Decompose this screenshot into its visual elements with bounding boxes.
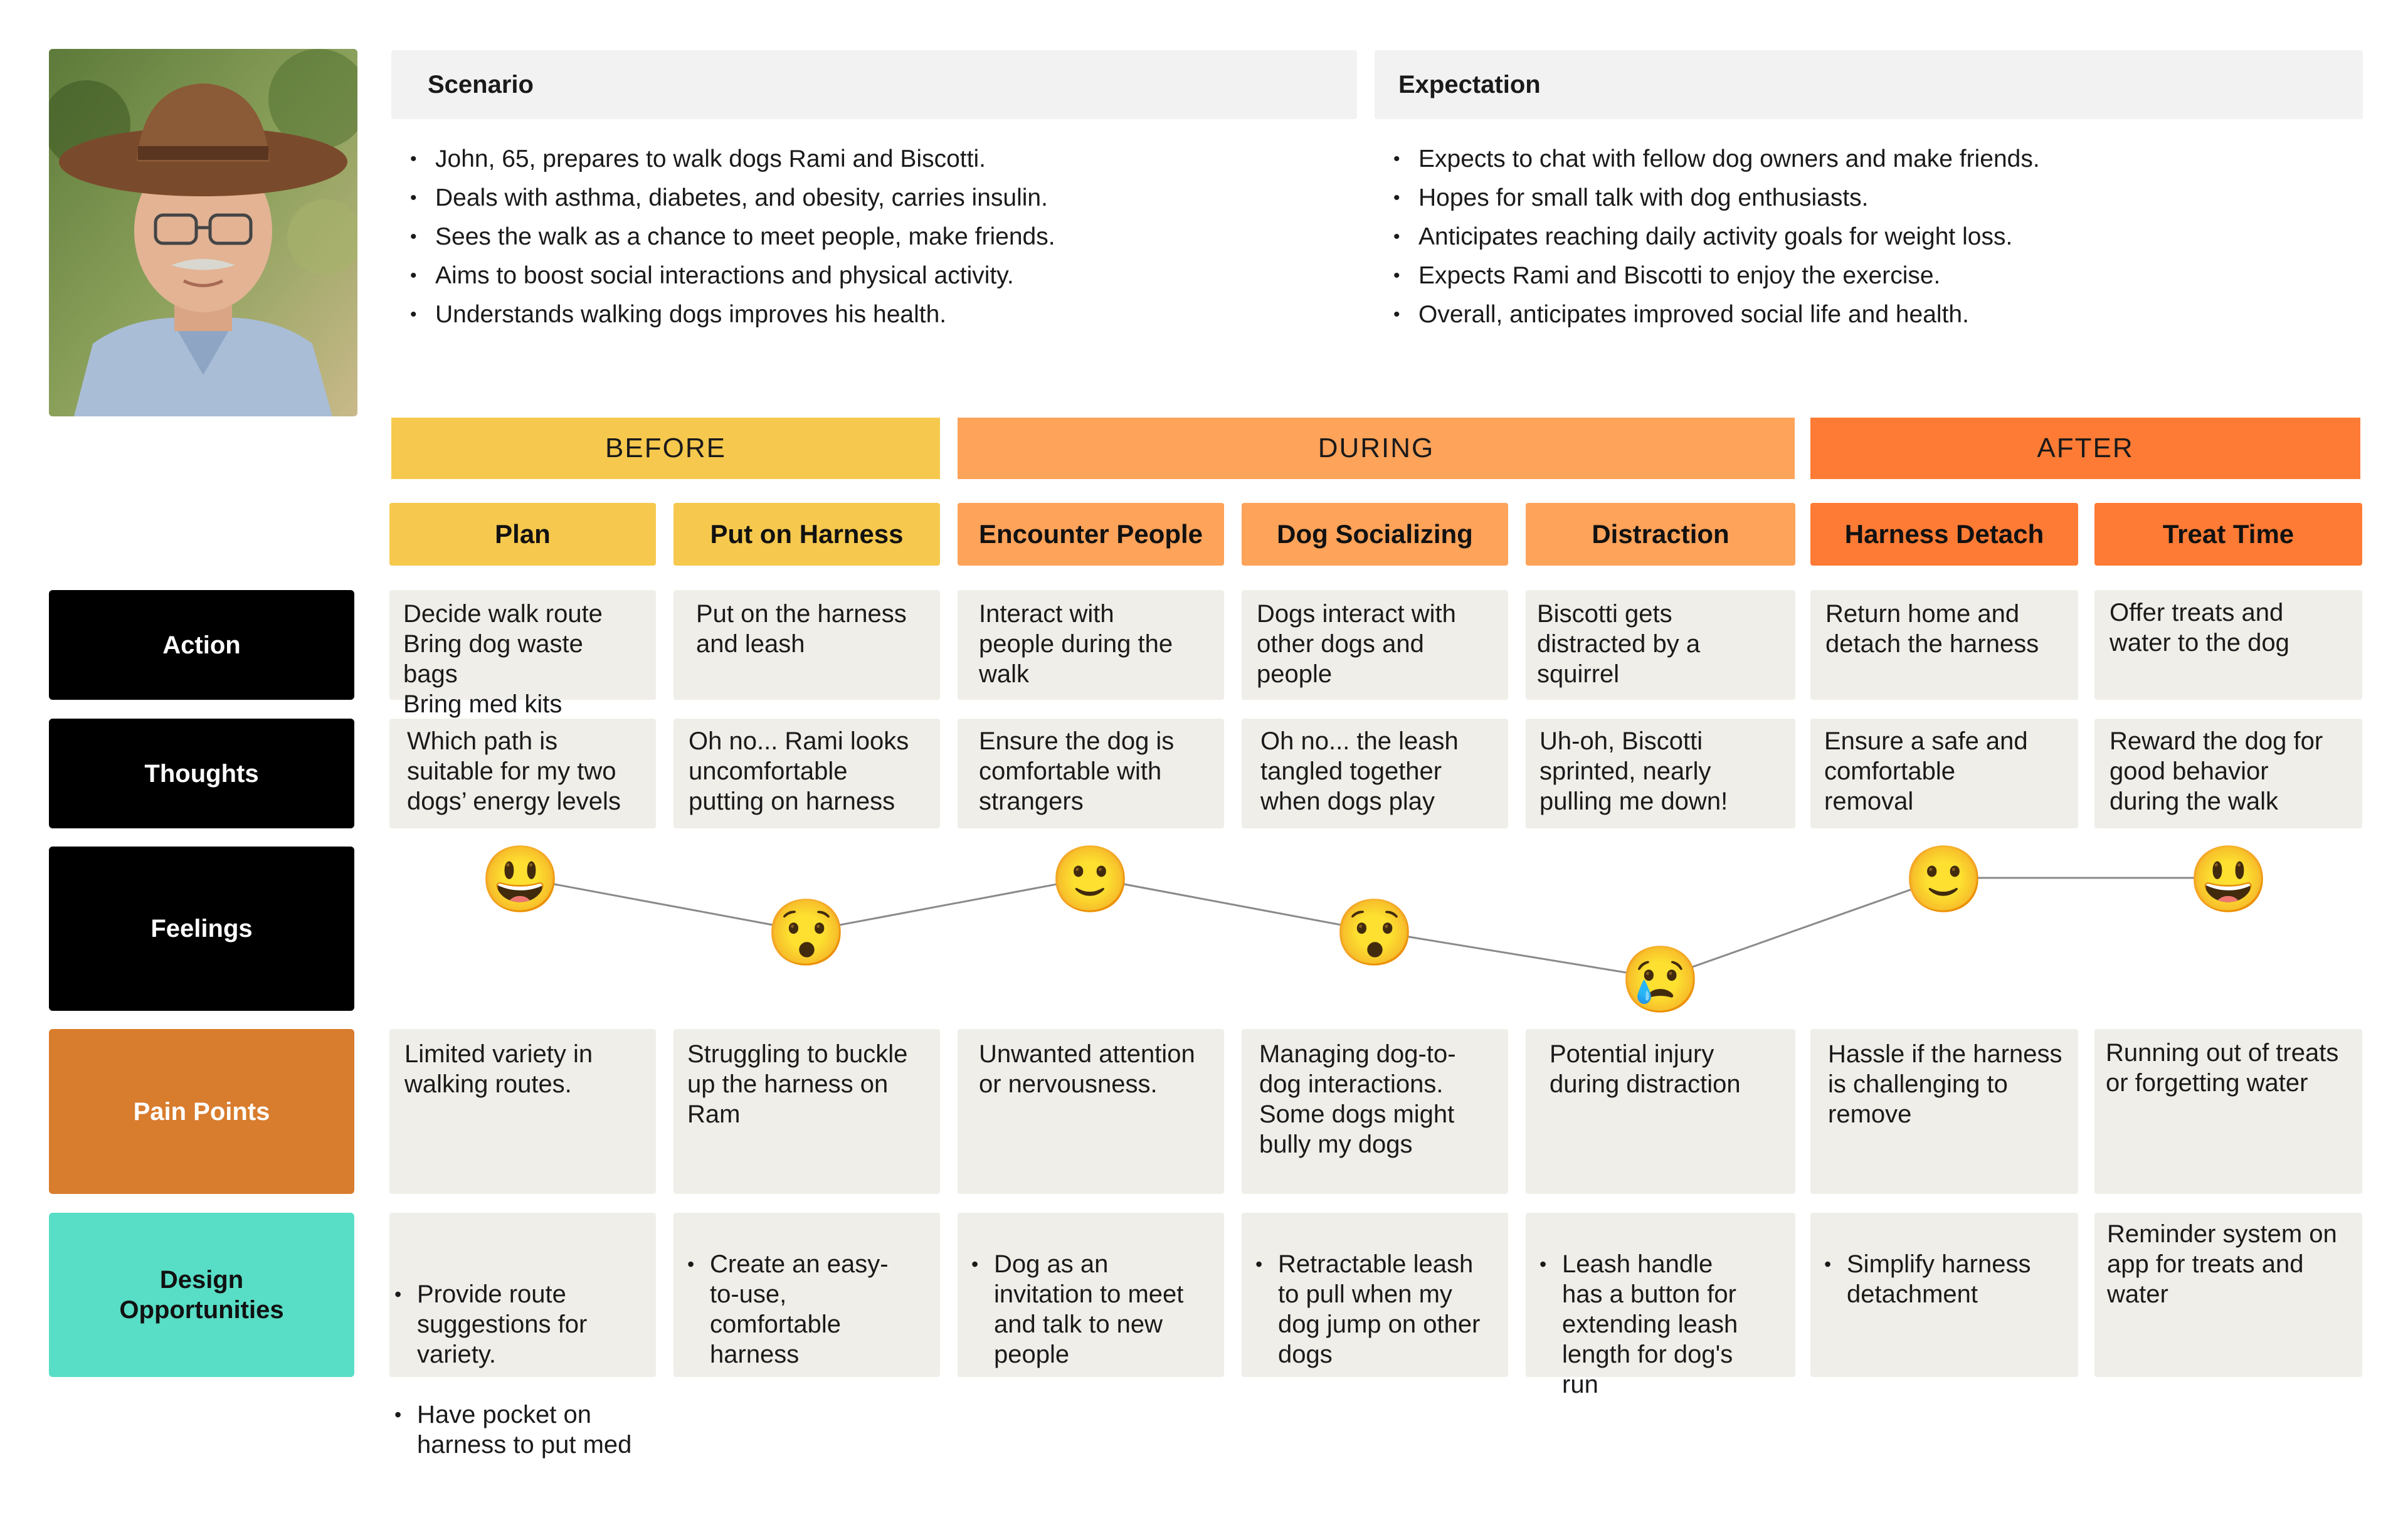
design-opportunity-bullet: Leash handle has a button for extending …: [1538, 1249, 1783, 1400]
design-opportunity-bullet: Provide route suggestions for variety.: [393, 1279, 643, 1370]
slightly-smiling-face-icon: 🙂: [1050, 843, 1131, 916]
action-cell: Offer treats and water to the dog: [2094, 590, 2362, 700]
phase-during: DURING: [958, 418, 1795, 479]
design-opportunity-bullet: Create an easy- to-use, comfortable harn…: [686, 1249, 927, 1370]
expectation-list: Expects to chat with fellow dog owners a…: [1393, 140, 2359, 334]
expectation-header: Expectation: [1375, 50, 2363, 119]
scenario-item: John, 65, prepares to walk dogs Rami and…: [410, 140, 1351, 179]
persona-photo: [49, 49, 357, 416]
action-cell: Return home and detach the harness: [1810, 590, 2078, 700]
step-put-on-harness: Put on Harness: [673, 503, 940, 566]
thought-cell: Ensure a safe and comfortable removal: [1810, 719, 2078, 828]
thought-cell: Reward the dog for good behavior during …: [2094, 719, 2362, 828]
design-opportunity-bullet: Dog as an invitation to meet and talk to…: [970, 1249, 1212, 1370]
pain-point-cell: Limited variety in walking routes.: [389, 1029, 656, 1194]
scenario-header: Scenario: [391, 50, 1357, 119]
pain-point-cell: Potential injury during distraction: [1526, 1029, 1795, 1194]
design-opportunity-bullet: Have pocket on harness to put med: [393, 1400, 643, 1460]
expectation-title: Expectation: [1398, 70, 1541, 98]
design-opportunity-cell: Provide route suggestions for variety. H…: [389, 1213, 656, 1459]
scenario-item: Aims to boost social interactions and ph…: [410, 256, 1351, 295]
scenario-list: John, 65, prepares to walk dogs Rami and…: [410, 140, 1351, 334]
scenario-item: Deals with asthma, diabetes, and obesity…: [410, 179, 1351, 218]
scenario-title: Scenario: [428, 70, 534, 98]
thought-cell: Ensure the dog is comfortable with stran…: [958, 719, 1224, 828]
thought-cell: Oh no... the leash tangled together when…: [1242, 719, 1508, 828]
design-opportunity-bullet: Retractable leash to pull when my dog ju…: [1254, 1249, 1496, 1370]
thought-cell: Which path is suitable for my two dogs’ …: [389, 719, 656, 828]
phase-before: BEFORE: [391, 418, 940, 479]
design-opportunity-cell: Reminder system on app for treats and wa…: [2094, 1213, 2362, 1377]
row-label-feelings: Feelings: [49, 847, 354, 1011]
row-label-action: Action: [49, 590, 354, 700]
thought-cell: Oh no... Rami looks uncomfortable puttin…: [673, 719, 940, 828]
step-plan: Plan: [389, 503, 656, 566]
action-cell: Dogs interact with other dogs and people: [1242, 590, 1508, 700]
scenario-item: Sees the walk as a chance to meet people…: [410, 218, 1351, 256]
expectation-item: Expects Rami and Biscotti to enjoy the e…: [1393, 256, 2359, 295]
phase-after: AFTER: [1810, 418, 2360, 479]
pain-point-cell: Running out of treats or forgetting wate…: [2094, 1029, 2362, 1194]
design-opportunity-cell: Retractable leash to pull when my dog ju…: [1242, 1213, 1508, 1377]
expectation-item: Anticipates reaching daily activity goal…: [1393, 218, 2359, 256]
design-opportunity-cell: Simplify harness detachment: [1810, 1213, 2078, 1377]
design-opportunity-cell: Leash handle has a button for extending …: [1526, 1213, 1795, 1398]
action-cell: Interact with people during the walk: [958, 590, 1224, 700]
expectation-item: Overall, anticipates improved social lif…: [1393, 295, 2359, 334]
step-dog-socializing: Dog Socializing: [1242, 503, 1508, 566]
action-cell: Put on the harness and leash: [673, 590, 940, 700]
hushed-face-icon: 😯: [766, 897, 847, 969]
grinning-face-icon: 😃: [480, 843, 561, 916]
thought-cell: Uh-oh, Biscotti sprinted, nearly pulling…: [1526, 719, 1795, 828]
grinning-face-icon: 😃: [2188, 843, 2269, 916]
step-harness-detach: Harness Detach: [1810, 503, 2078, 566]
pain-point-cell: Unwanted attention or nervousness.: [958, 1029, 1224, 1194]
row-label-design-opportunities: Design Opportunities: [49, 1213, 354, 1377]
design-opportunity-bullet: Simplify harness detachment: [1823, 1249, 2066, 1309]
step-treat-time: Treat Time: [2094, 503, 2362, 566]
pain-point-cell: Hassle if the harness is challenging to …: [1810, 1029, 2078, 1194]
step-encounter-people: Encounter People: [958, 503, 1224, 566]
action-cell: Biscotti gets distracted by a squirrel: [1526, 590, 1795, 700]
action-cell: Decide walk route Bring dog waste bags B…: [389, 590, 656, 718]
expectation-item: Hopes for small talk with dog enthusiast…: [1393, 179, 2359, 218]
crying-face-icon: 😢: [1620, 944, 1701, 1016]
expectation-item: Expects to chat with fellow dog owners a…: [1393, 140, 2359, 179]
pain-point-cell: Struggling to buckle up the harness on R…: [673, 1029, 940, 1194]
scenario-item: Understands walking dogs improves his he…: [410, 295, 1351, 334]
design-opportunity-cell: Create an easy- to-use, comfortable harn…: [673, 1213, 940, 1377]
row-label-thoughts: Thoughts: [49, 719, 354, 828]
feelings-line: [520, 877, 2229, 979]
hushed-face-icon: 😯: [1334, 897, 1415, 969]
design-opportunity-cell: Dog as an invitation to meet and talk to…: [958, 1213, 1224, 1377]
older-man-in-hat-photo: [49, 49, 357, 416]
pain-point-cell: Managing dog-to- dog interactions. Some …: [1242, 1029, 1508, 1194]
step-distraction: Distraction: [1526, 503, 1795, 566]
slightly-smiling-face-icon: 🙂: [1903, 843, 1985, 916]
row-label-pain-points: Pain Points: [49, 1029, 354, 1194]
